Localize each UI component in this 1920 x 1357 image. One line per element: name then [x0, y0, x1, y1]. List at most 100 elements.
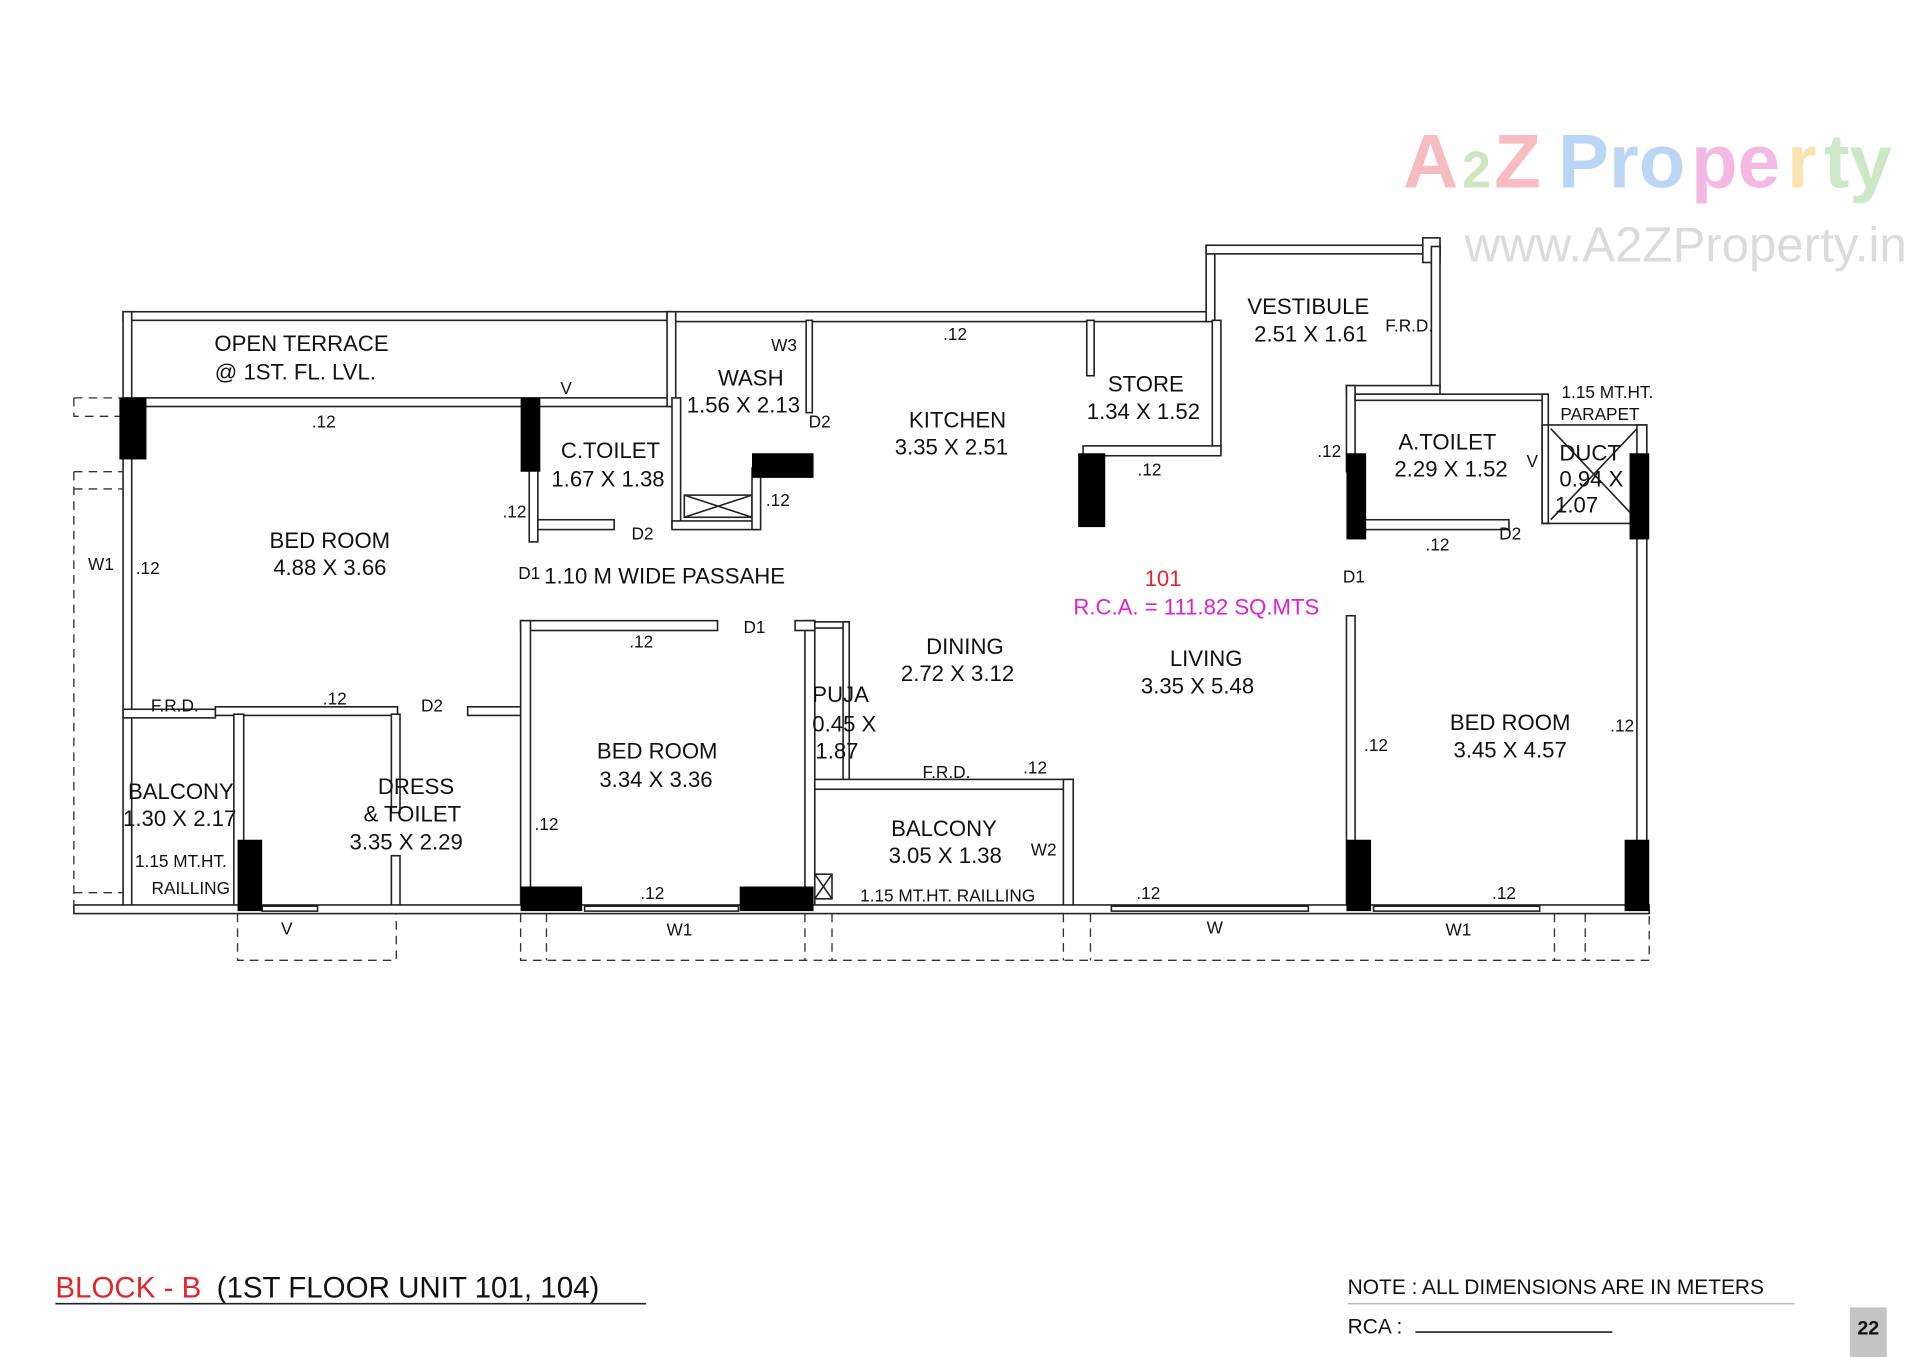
- room-vestibule: VESTIBULE 2.51 X 1.61: [1247, 294, 1369, 346]
- svg-text:W2: W2: [1031, 840, 1057, 860]
- svg-text:pe: pe: [1691, 119, 1780, 204]
- room-puja: PUJA 0.45 X 1.87: [812, 682, 876, 764]
- svg-text:3.35 X 5.48: 3.35 X 5.48: [1141, 673, 1254, 698]
- svg-text:D2: D2: [809, 411, 831, 431]
- svg-text:3.35 X 2.29: 3.35 X 2.29: [350, 830, 463, 855]
- room-bed-room-1: BED ROOM 4.88 X 3.66: [270, 528, 391, 580]
- svg-text:.12: .12: [1426, 535, 1450, 555]
- svg-text:ty: ty: [1824, 119, 1892, 204]
- svg-text:2.72 X 3.12: 2.72 X 3.12: [901, 661, 1014, 686]
- svg-text:1.07: 1.07: [1555, 492, 1598, 517]
- svg-text:1.15 MT.HT.: 1.15 MT.HT.: [1561, 382, 1653, 402]
- svg-text:D2: D2: [631, 523, 653, 543]
- svg-text:BALCONY: BALCONY: [128, 779, 234, 804]
- svg-text:Pro: Pro: [1558, 119, 1685, 204]
- svg-text:.12: .12: [766, 490, 790, 510]
- svg-text:RAILLING: RAILLING: [152, 878, 230, 898]
- svg-text:2.29 X 1.52: 2.29 X 1.52: [1394, 457, 1507, 482]
- svg-text:.12: .12: [629, 632, 653, 652]
- wall-thickness-marks: .12 .12 .12 .12 .12 .12 .12 .12 .12 .12 …: [136, 324, 1634, 903]
- svg-text:.12: .12: [1610, 715, 1634, 735]
- svg-text:STORE: STORE: [1108, 372, 1184, 397]
- svg-text:.12: .12: [136, 558, 160, 578]
- svg-text:.12: .12: [1138, 459, 1162, 479]
- svg-text:BED ROOM: BED ROOM: [270, 528, 391, 553]
- dimensions-note: NOTE : ALL DIMENSIONS ARE IN METERS: [1348, 1276, 1764, 1299]
- svg-text:D1: D1: [743, 617, 765, 637]
- watermark-logo: A 2 Z Pro pe r ty: [1403, 119, 1892, 204]
- room-dress-toilet: DRESS & TOILET 3.35 X 2.29: [350, 774, 463, 854]
- unit-number: 101: [1145, 566, 1182, 591]
- parapet-note: 1.15 MT.HT. PARAPET: [1560, 382, 1653, 424]
- svg-text:DRESS: DRESS: [378, 774, 454, 799]
- svg-text:.12: .12: [1364, 735, 1388, 755]
- svg-text:F.R.D.: F.R.D.: [1385, 315, 1433, 335]
- svg-text:A: A: [1403, 119, 1458, 204]
- svg-text:W1: W1: [666, 920, 692, 940]
- svg-text:V: V: [560, 378, 572, 398]
- svg-text:@ 1ST. FL. LVL.: @ 1ST. FL. LVL.: [215, 359, 376, 384]
- room-wash: WASH 1.56 X 2.13: [687, 366, 800, 418]
- railing-note-2: 1.15 MT.HT. RAILLING: [860, 885, 1035, 905]
- svg-text:W1: W1: [88, 554, 114, 574]
- walls: [73, 237, 1651, 915]
- dashed-projections: [73, 397, 1650, 962]
- svg-text:0.94 X: 0.94 X: [1559, 467, 1623, 492]
- svg-text:.12: .12: [312, 411, 336, 431]
- svg-text:D1: D1: [518, 563, 540, 583]
- svg-text:.12: .12: [943, 324, 967, 344]
- page-number-tab: [1849, 1307, 1887, 1357]
- svg-text:V: V: [281, 918, 293, 938]
- svg-text:D2: D2: [421, 696, 443, 716]
- svg-text:VESTIBULE: VESTIBULE: [1247, 294, 1369, 319]
- room-balcony-2: BALCONY 3.05 X 1.38: [889, 816, 1002, 868]
- svg-text:BALCONY: BALCONY: [891, 816, 997, 841]
- svg-text:.12: .12: [640, 883, 664, 903]
- svg-text:3.45 X 4.57: 3.45 X 4.57: [1454, 737, 1567, 762]
- svg-text:1.67 X 1.38: 1.67 X 1.38: [551, 467, 664, 492]
- plan-title: BLOCK - B (1ST FLOOR UNIT 101, 104): [55, 1272, 647, 1305]
- svg-text:1.30 X 2.17: 1.30 X 2.17: [123, 806, 236, 831]
- room-duct: DUCT 0.94 X 1.07: [1555, 441, 1624, 518]
- svg-text:2.51 X 1.61: 2.51 X 1.61: [1254, 321, 1367, 346]
- svg-text:.12: .12: [1136, 883, 1160, 903]
- room-dining: DINING 2.72 X 3.12: [901, 634, 1014, 686]
- svg-text:V: V: [1527, 451, 1539, 471]
- room-kitchen: KITCHEN 3.35 X 2.51: [895, 407, 1008, 459]
- page-number: 22: [1857, 1318, 1879, 1340]
- svg-text:.12: .12: [1492, 883, 1516, 903]
- svg-text:.12: .12: [323, 688, 347, 708]
- svg-text:WASH: WASH: [718, 366, 784, 391]
- svg-text:F.R.D.: F.R.D.: [923, 762, 971, 782]
- room-balcony-1: BALCONY 1.30 X 2.17: [123, 779, 236, 831]
- room-living: LIVING 3.35 X 5.48: [1141, 646, 1254, 698]
- svg-text:1.15 MT.HT.: 1.15 MT.HT.: [135, 851, 227, 871]
- svg-text:2: 2: [1462, 140, 1491, 198]
- svg-text:OPEN TERRACE: OPEN TERRACE: [214, 331, 388, 356]
- svg-text:KITCHEN: KITCHEN: [909, 407, 1006, 432]
- svg-text:3.35 X 2.51: 3.35 X 2.51: [895, 435, 1008, 460]
- svg-text:W3: W3: [771, 335, 797, 355]
- room-a-toilet: A.TOILET 2.29 X 1.52: [1394, 430, 1507, 482]
- rca-area: R.C.A. = 111.82 SQ.MTS: [1073, 594, 1319, 619]
- passage-label: 1.10 M WIDE PASSAHE: [544, 564, 785, 589]
- room-c-toilet: C.TOILET 1.67 X 1.38: [551, 438, 664, 491]
- svg-text:F.R.D.: F.R.D.: [151, 696, 199, 716]
- svg-text:1.87: 1.87: [815, 739, 858, 764]
- room-bed-room-3: BED ROOM 3.45 X 4.57: [1450, 710, 1571, 762]
- room-bed-room-2: BED ROOM 3.34 X 3.36: [597, 739, 718, 792]
- svg-text:DINING: DINING: [926, 634, 1004, 659]
- svg-text:.12: .12: [534, 814, 558, 834]
- svg-text:W: W: [1207, 917, 1224, 937]
- svg-text:D1: D1: [1343, 567, 1365, 587]
- svg-text:C.TOILET: C.TOILET: [561, 438, 661, 463]
- svg-text:.12: .12: [1317, 441, 1341, 461]
- svg-text:W1: W1: [1446, 920, 1472, 940]
- svg-text:PUJA: PUJA: [812, 682, 869, 707]
- svg-text:A.TOILET: A.TOILET: [1398, 430, 1496, 455]
- svg-text:r: r: [1787, 119, 1817, 204]
- svg-text:PARAPET: PARAPET: [1560, 404, 1640, 424]
- svg-text:3.34 X 3.36: 3.34 X 3.36: [599, 767, 712, 792]
- svg-text:.12: .12: [1023, 757, 1047, 777]
